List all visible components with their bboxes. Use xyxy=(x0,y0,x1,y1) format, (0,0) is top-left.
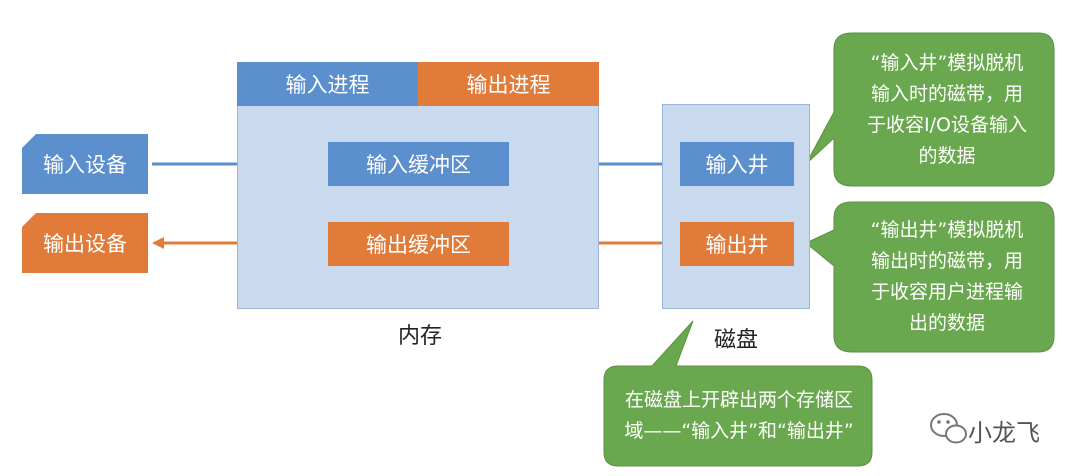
tab-output-process: 输出进程 xyxy=(418,62,599,106)
watermark-text: 小龙飞 xyxy=(968,419,1040,447)
wechat-icon xyxy=(930,413,967,444)
input-well-label: 输入井 xyxy=(705,153,769,177)
input-well: 输入井 xyxy=(680,142,794,186)
output-well-label: 输出井 xyxy=(705,233,769,257)
disk-label: 磁盘 xyxy=(713,328,758,353)
output-buffer-label: 输出缓冲区 xyxy=(366,233,471,257)
callout-disk-text: 在磁盘上开辟出两个存储区域——“输入井”和“输出井” xyxy=(624,389,854,442)
callout-input-well-text: “输入井”模拟脱机输入时的磁带，用于收容I/O设备输入的数据 xyxy=(867,52,1027,167)
tab-output-process-label: 输出进程 xyxy=(466,73,551,97)
callout-bubble-input-well xyxy=(805,32,1055,187)
memory-label: 内存 xyxy=(397,324,442,349)
tab-input-process: 输入进程 xyxy=(237,62,418,106)
input-device-label: 输入设备 xyxy=(43,153,127,177)
output-buffer: 输出缓冲区 xyxy=(328,222,509,266)
callout-output-well-text: “输出井”模拟脱机输出时的磁带，用于收容用户进程输出的数据 xyxy=(870,219,1024,334)
output-device-label: 输出设备 xyxy=(43,232,127,256)
input-device: 输入设备 xyxy=(22,134,148,194)
output-device: 输出设备 xyxy=(22,213,148,273)
output-well: 输出井 xyxy=(680,222,794,266)
input-buffer-label: 输入缓冲区 xyxy=(366,153,471,177)
callout-bubble-disk xyxy=(603,320,873,467)
disk-panel xyxy=(662,104,810,309)
tab-input-process-label: 输入进程 xyxy=(285,73,370,97)
callout-bubble-output-well xyxy=(805,201,1055,353)
input-buffer: 输入缓冲区 xyxy=(328,142,509,186)
